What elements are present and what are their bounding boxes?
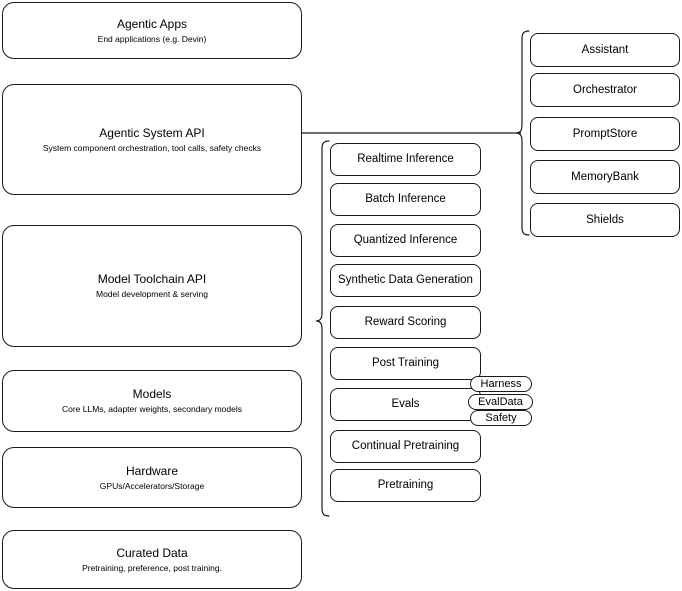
layer-title: Hardware xyxy=(125,463,179,478)
system-component-assistant[interactable]: Assistant xyxy=(530,33,680,67)
system-component-memorybank[interactable]: MemoryBank xyxy=(530,160,680,194)
toolchain-component-reward-scoring[interactable]: Reward Scoring xyxy=(330,306,481,339)
component-label: PromptStore xyxy=(572,127,638,140)
toolchain-component-post-training[interactable]: Post Training xyxy=(330,347,481,380)
pill-label: Safety xyxy=(485,411,517,424)
layer-title: Models xyxy=(132,387,172,401)
toolchain-component-evals[interactable]: Evals xyxy=(330,388,481,421)
layer-subtitle: GPUs/Accelerators/Storage xyxy=(99,480,205,491)
toolchain-component-continual-pretraining[interactable]: Continual Pretraining xyxy=(330,430,481,463)
layer-agentic-system-api[interactable]: Agentic System API System component orch… xyxy=(2,84,302,195)
toolchain-component-synthetic-data-generation[interactable]: Synthetic Data Generation xyxy=(330,264,481,297)
component-label: Post Training xyxy=(371,357,440,369)
pill-label: Harness xyxy=(480,377,522,390)
layer-title: Curated Data xyxy=(116,545,188,560)
component-label: Evals xyxy=(391,398,420,410)
eval-subcomponent-evaldata[interactable]: EvalData xyxy=(468,394,533,410)
layer-subtitle: System component orchestration, tool cal… xyxy=(42,142,262,153)
component-label: Continual Pretraining xyxy=(351,440,460,452)
component-label: Assistant xyxy=(581,43,629,56)
layer-subtitle: Pretraining, preference, post training. xyxy=(82,562,222,573)
component-label: Orchestrator xyxy=(573,83,637,96)
component-label: Batch Inference xyxy=(365,193,446,205)
layer-title: Agentic System API xyxy=(99,125,205,140)
component-label: Pretraining xyxy=(377,479,434,491)
component-label: Synthetic Data Generation xyxy=(338,274,473,286)
layer-title: Model Toolchain API xyxy=(97,272,207,286)
component-label: MemoryBank xyxy=(571,170,639,183)
eval-subcomponent-harness[interactable]: Harness xyxy=(470,376,532,392)
system-component-shields[interactable]: Shields xyxy=(530,203,680,237)
layer-subtitle: Model development & serving xyxy=(96,289,208,299)
brace-system-components xyxy=(515,30,530,236)
component-label: Realtime Inference xyxy=(357,153,454,165)
layer-models[interactable]: Models Core LLMs, adapter weights, secon… xyxy=(2,370,302,432)
toolchain-component-pretraining[interactable]: Pretraining xyxy=(330,469,481,502)
layer-subtitle: Core LLMs, adapter weights, secondary mo… xyxy=(61,404,242,414)
eval-subcomponent-safety[interactable]: Safety xyxy=(470,410,532,426)
component-label: Shields xyxy=(586,213,624,226)
system-component-promptstore[interactable]: PromptStore xyxy=(530,117,680,151)
layer-model-toolchain-api[interactable]: Model Toolchain API Model development & … xyxy=(2,225,302,347)
component-label: Quantized Inference xyxy=(353,234,458,246)
toolchain-component-realtime-inference[interactable]: Realtime Inference xyxy=(330,143,481,176)
toolchain-component-batch-inference[interactable]: Batch Inference xyxy=(330,183,481,216)
layer-hardware[interactable]: Hardware GPUs/Accelerators/Storage xyxy=(2,447,302,508)
pill-label: EvalData xyxy=(478,395,523,408)
component-label: Reward Scoring xyxy=(364,316,447,328)
system-component-orchestrator[interactable]: Orchestrator xyxy=(530,73,680,107)
layer-subtitle: End applications (e.g. Devin) xyxy=(97,33,207,44)
layer-title: Agentic Apps xyxy=(116,16,188,31)
layer-curated-data[interactable]: Curated Data Pretraining, preference, po… xyxy=(2,530,302,589)
toolchain-component-quantized-inference[interactable]: Quantized Inference xyxy=(330,224,481,257)
layer-agentic-apps[interactable]: Agentic Apps End applications (e.g. Devi… xyxy=(2,2,302,59)
brace-toolchain-components xyxy=(315,140,330,517)
